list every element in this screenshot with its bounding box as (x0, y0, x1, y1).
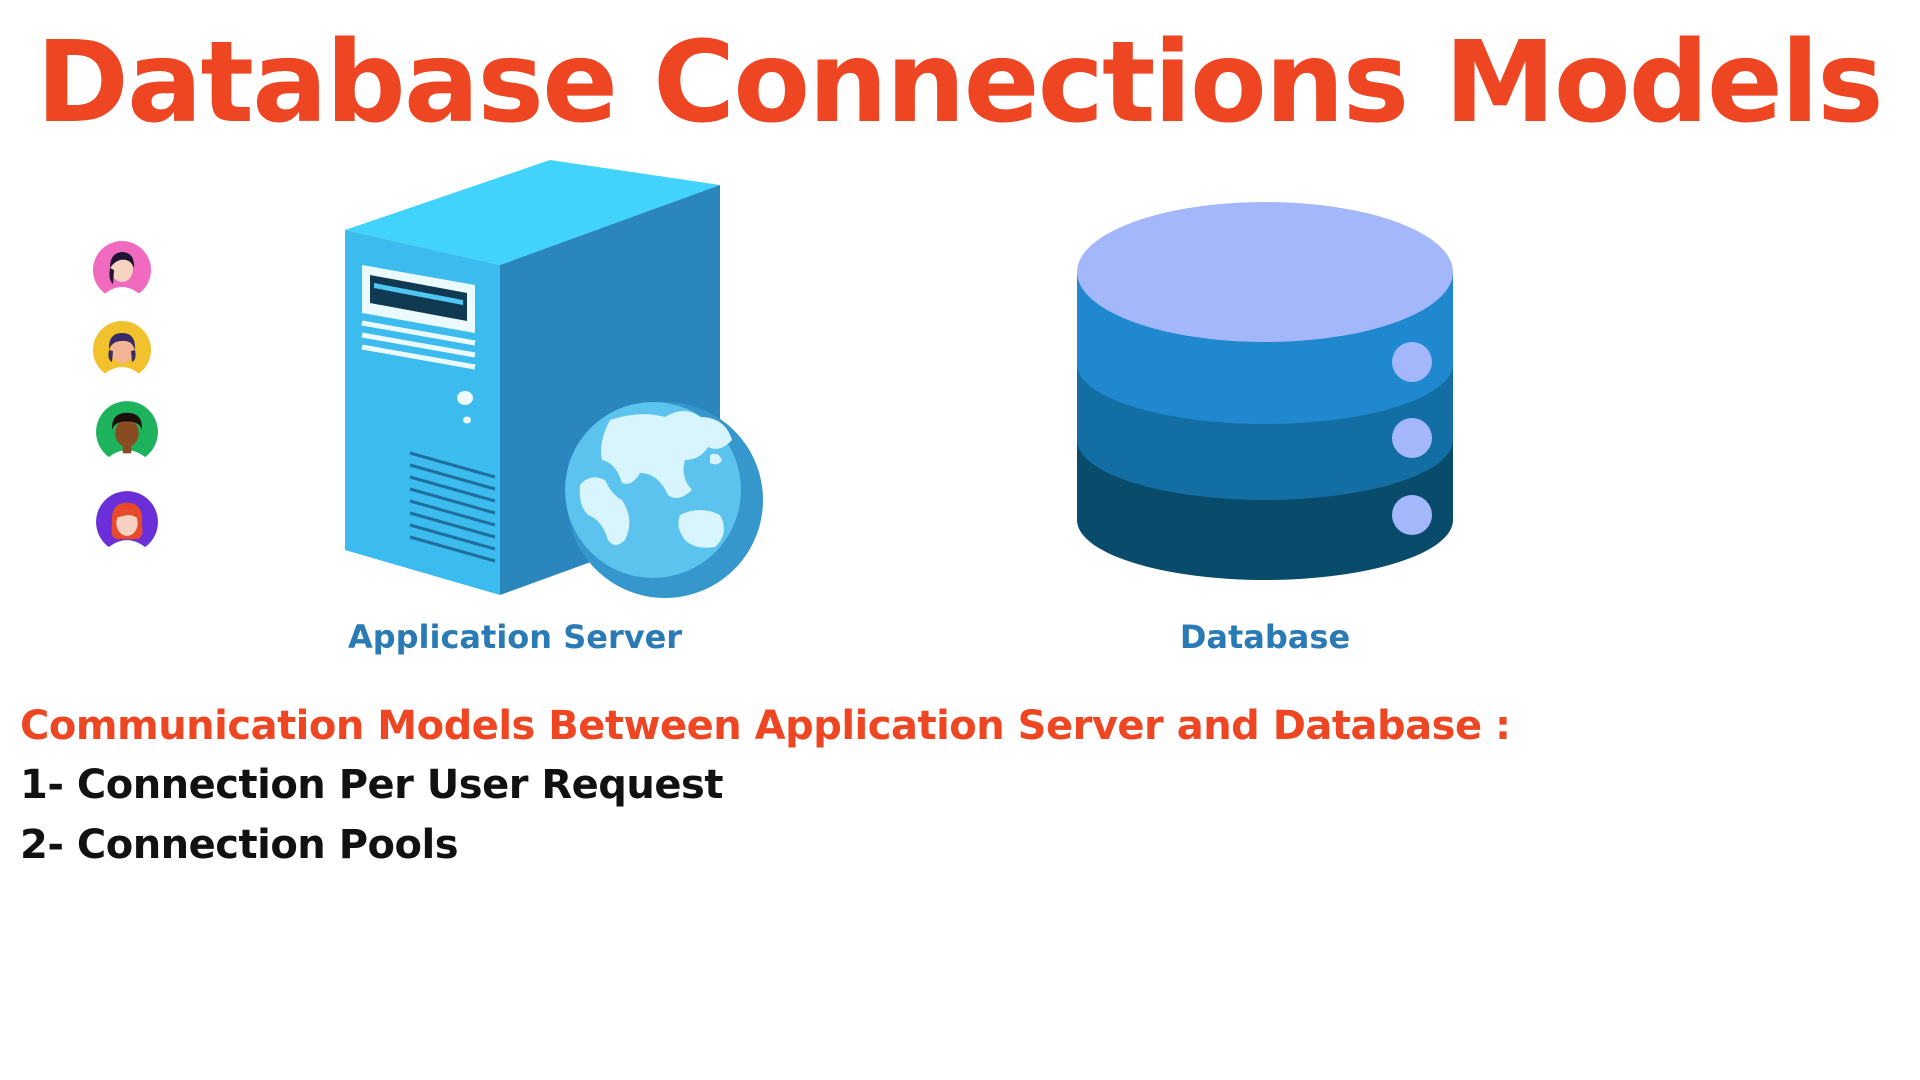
application-server-icon (345, 160, 763, 598)
page-title: Database Connections Models (36, 18, 1884, 148)
user-avatar-3 (96, 401, 158, 464)
application-server-label: Application Server (347, 618, 683, 656)
section-heading: Communication Models Between Application… (20, 703, 1511, 749)
model-item-2: 2- Connection Pools (20, 822, 459, 868)
model-item-1: 1- Connection Per User Request (20, 762, 723, 808)
user-avatar-2 (93, 321, 151, 380)
user-avatar-1 (93, 241, 151, 300)
database-icon (1077, 202, 1453, 580)
database-label: Database (1179, 618, 1351, 656)
user-avatar-4 (96, 491, 158, 554)
